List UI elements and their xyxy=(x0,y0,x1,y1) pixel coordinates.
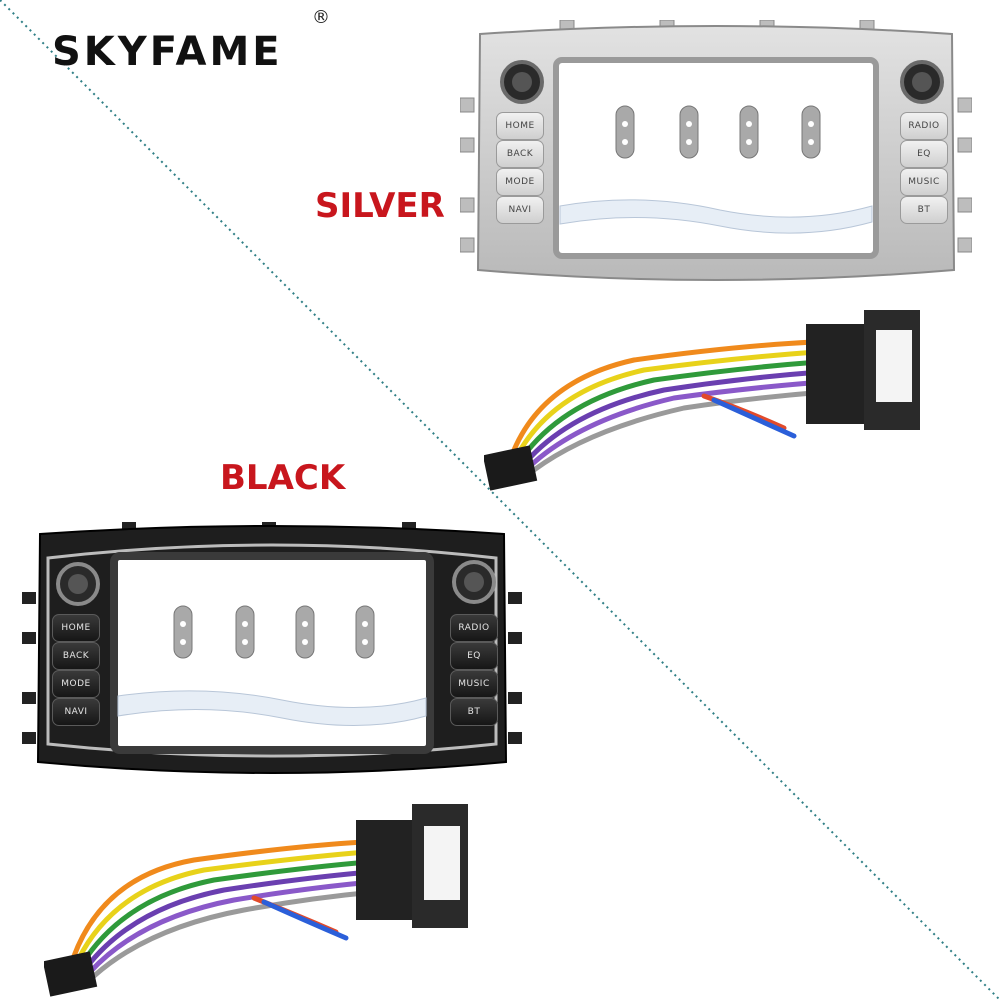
mode-button[interactable]: MODE xyxy=(496,168,544,196)
eq-button[interactable]: EQ xyxy=(900,140,948,168)
silver-variant-label: SILVER xyxy=(315,186,445,226)
registered-mark: ® xyxy=(312,7,330,28)
music-button[interactable]: MUSIC xyxy=(450,670,498,698)
silver-fascia-panel: HOME BACK MODE NAVI RADIO EQ MUSIC BT xyxy=(460,20,972,292)
home-button[interactable]: HOME xyxy=(496,112,544,140)
bt-button[interactable]: BT xyxy=(900,196,948,224)
back-button[interactable]: BACK xyxy=(496,140,544,168)
black-fascia-panel: HOME BACK MODE NAVI RADIO EQ MUSIC BT xyxy=(22,522,522,784)
navi-button[interactable]: NAVI xyxy=(52,698,100,726)
mode-button[interactable]: MODE xyxy=(52,670,100,698)
music-button[interactable]: MUSIC xyxy=(900,168,948,196)
bt-button[interactable]: BT xyxy=(450,698,498,726)
navi-button[interactable]: NAVI xyxy=(496,196,544,224)
black-wiring-harness xyxy=(44,804,468,997)
radio-button[interactable]: RADIO xyxy=(900,112,948,140)
home-button[interactable]: HOME xyxy=(52,614,100,642)
silver-wiring-harness xyxy=(484,310,920,491)
black-variant-label: BLACK xyxy=(220,458,346,498)
eq-button[interactable]: EQ xyxy=(450,642,498,670)
back-button[interactable]: BACK xyxy=(52,642,100,670)
radio-button[interactable]: RADIO xyxy=(450,614,498,642)
brand-logo: SKYFAME xyxy=(52,29,283,75)
